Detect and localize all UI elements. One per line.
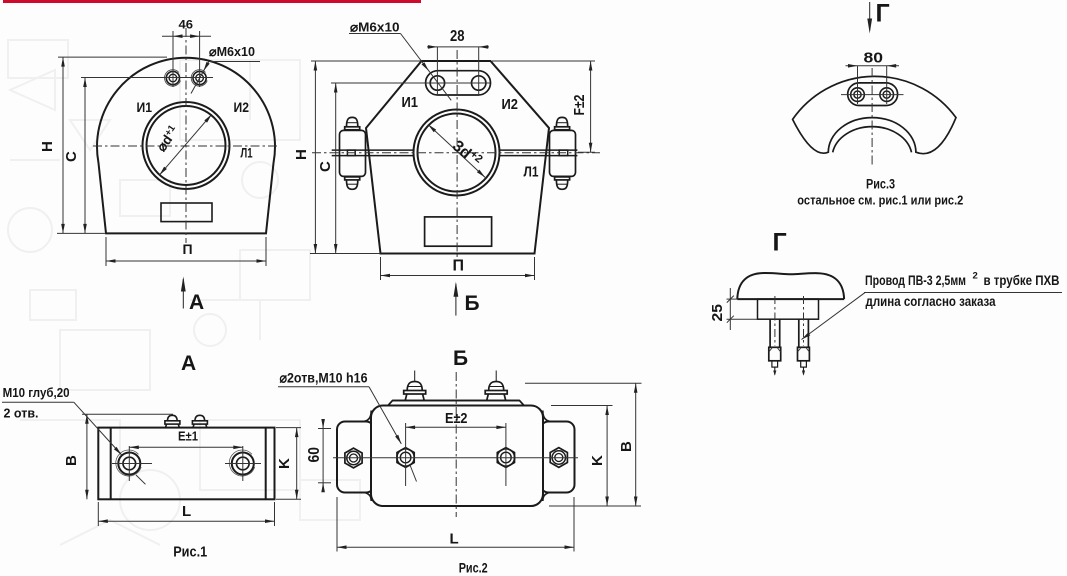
svg-text:2: 2 (973, 271, 978, 282)
svg-text:Л1: Л1 (524, 165, 539, 181)
svg-text:П: П (183, 241, 193, 257)
svg-text:длина согласно заказа: длина согласно заказа (866, 294, 996, 309)
svg-text:И1: И1 (402, 95, 419, 111)
svg-text:⌀2отв,M10 h16: ⌀2отв,M10 h16 (280, 370, 368, 386)
svg-text:Б: Б (465, 292, 480, 315)
svg-text:П: П (453, 258, 465, 275)
svg-text:E±1: E±1 (178, 429, 198, 444)
svg-text:И1: И1 (137, 99, 153, 115)
svg-text:60: 60 (306, 447, 323, 463)
svg-text:остальное см. рис.1 или рис.2: остальное см. рис.1 или рис.2 (797, 193, 963, 208)
svg-text:L: L (450, 531, 459, 548)
svg-text:B: B (63, 455, 80, 466)
svg-text:H: H (293, 149, 310, 160)
svg-text:Рис.1: Рис.1 (173, 545, 207, 561)
svg-text:80: 80 (864, 50, 884, 67)
svg-text:Рис.3: Рис.3 (866, 177, 895, 192)
svg-text:А: А (189, 291, 204, 314)
svg-text:K: K (589, 455, 606, 466)
svg-text:28: 28 (450, 28, 465, 45)
svg-text:F±2: F±2 (571, 95, 588, 116)
svg-text:⌀M6x10: ⌀M6x10 (209, 44, 255, 59)
svg-text:Г: Г (773, 229, 787, 257)
svg-text:в трубке ПХВ: в трубке ПХВ (984, 273, 1060, 288)
svg-text:M10 глуб,20: M10 глуб,20 (3, 385, 70, 400)
svg-text:Б: Б (453, 347, 468, 370)
svg-text:H: H (39, 141, 56, 152)
svg-text:C: C (317, 161, 334, 172)
svg-text:Л1: Л1 (241, 145, 253, 161)
svg-text:⌀M6x10: ⌀M6x10 (350, 20, 400, 35)
svg-text:B: B (618, 441, 635, 452)
svg-text:И2: И2 (502, 97, 519, 113)
svg-text:И2: И2 (234, 99, 250, 115)
svg-text:2 отв.: 2 отв. (4, 406, 39, 421)
svg-text:C: C (63, 151, 80, 162)
svg-text:E±2: E±2 (445, 410, 468, 427)
svg-text:Г: Г (876, 0, 890, 28)
svg-text:А: А (181, 352, 196, 375)
svg-text:Провод ПВ-3 2,5мм: Провод ПВ-3 2,5мм (865, 273, 966, 288)
svg-text:K: K (276, 458, 293, 469)
svg-text:25: 25 (709, 304, 726, 322)
svg-text:Рис.2: Рис.2 (459, 560, 488, 576)
svg-text:46: 46 (179, 19, 194, 31)
svg-text:L: L (182, 503, 191, 520)
